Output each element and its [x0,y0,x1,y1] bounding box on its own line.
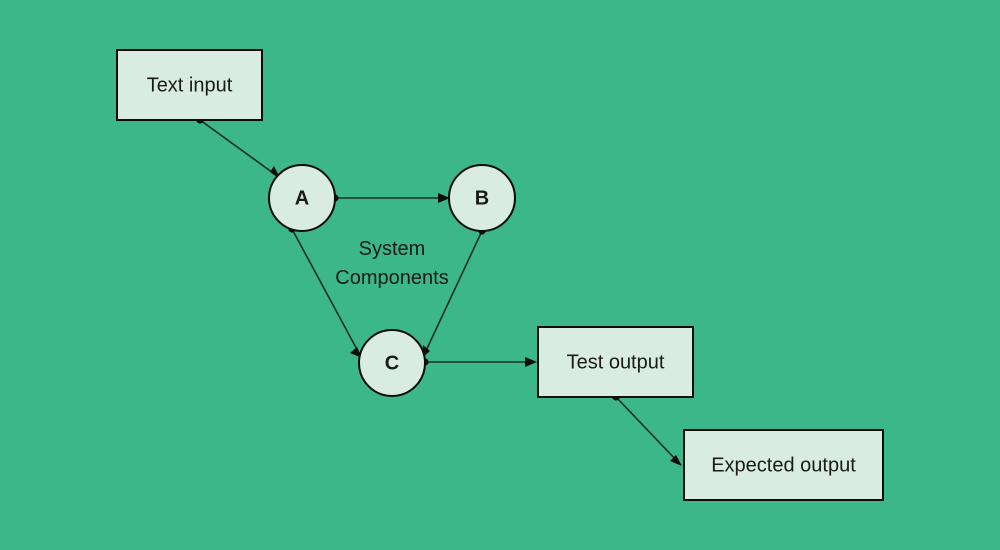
edge-test-output-to-expected-output [612,393,682,466]
node-label-text-input: Text input [147,74,233,96]
node-b[interactable]: B [448,164,516,232]
node-c[interactable]: C [358,329,426,397]
edge-arrowhead [670,455,682,466]
node-test-output[interactable]: Test output [537,326,694,398]
cluster-label-line1: System [359,238,426,260]
node-expected-output[interactable]: Expected output [683,429,884,501]
edge-c-to-test-output [421,357,537,367]
edge-arrowhead [525,357,537,367]
node-label-c: C [385,352,399,374]
edge-text-input-to-a [196,116,281,180]
edge-a-to-c [288,225,362,358]
cluster-label-line2: Components [335,267,448,289]
node-label-expected-output: Expected output [711,454,856,476]
node-label-test-output: Test output [567,351,665,373]
edge-a-to-b [331,193,450,203]
cluster-label-system-components: System Components [335,238,448,289]
edge-b-to-c [422,227,486,358]
node-label-a: A [295,187,309,209]
node-text-input[interactable]: Text input [116,49,263,121]
node-label-b: B [475,187,489,209]
node-a[interactable]: A [268,164,336,232]
edge-arrowhead [438,193,450,203]
